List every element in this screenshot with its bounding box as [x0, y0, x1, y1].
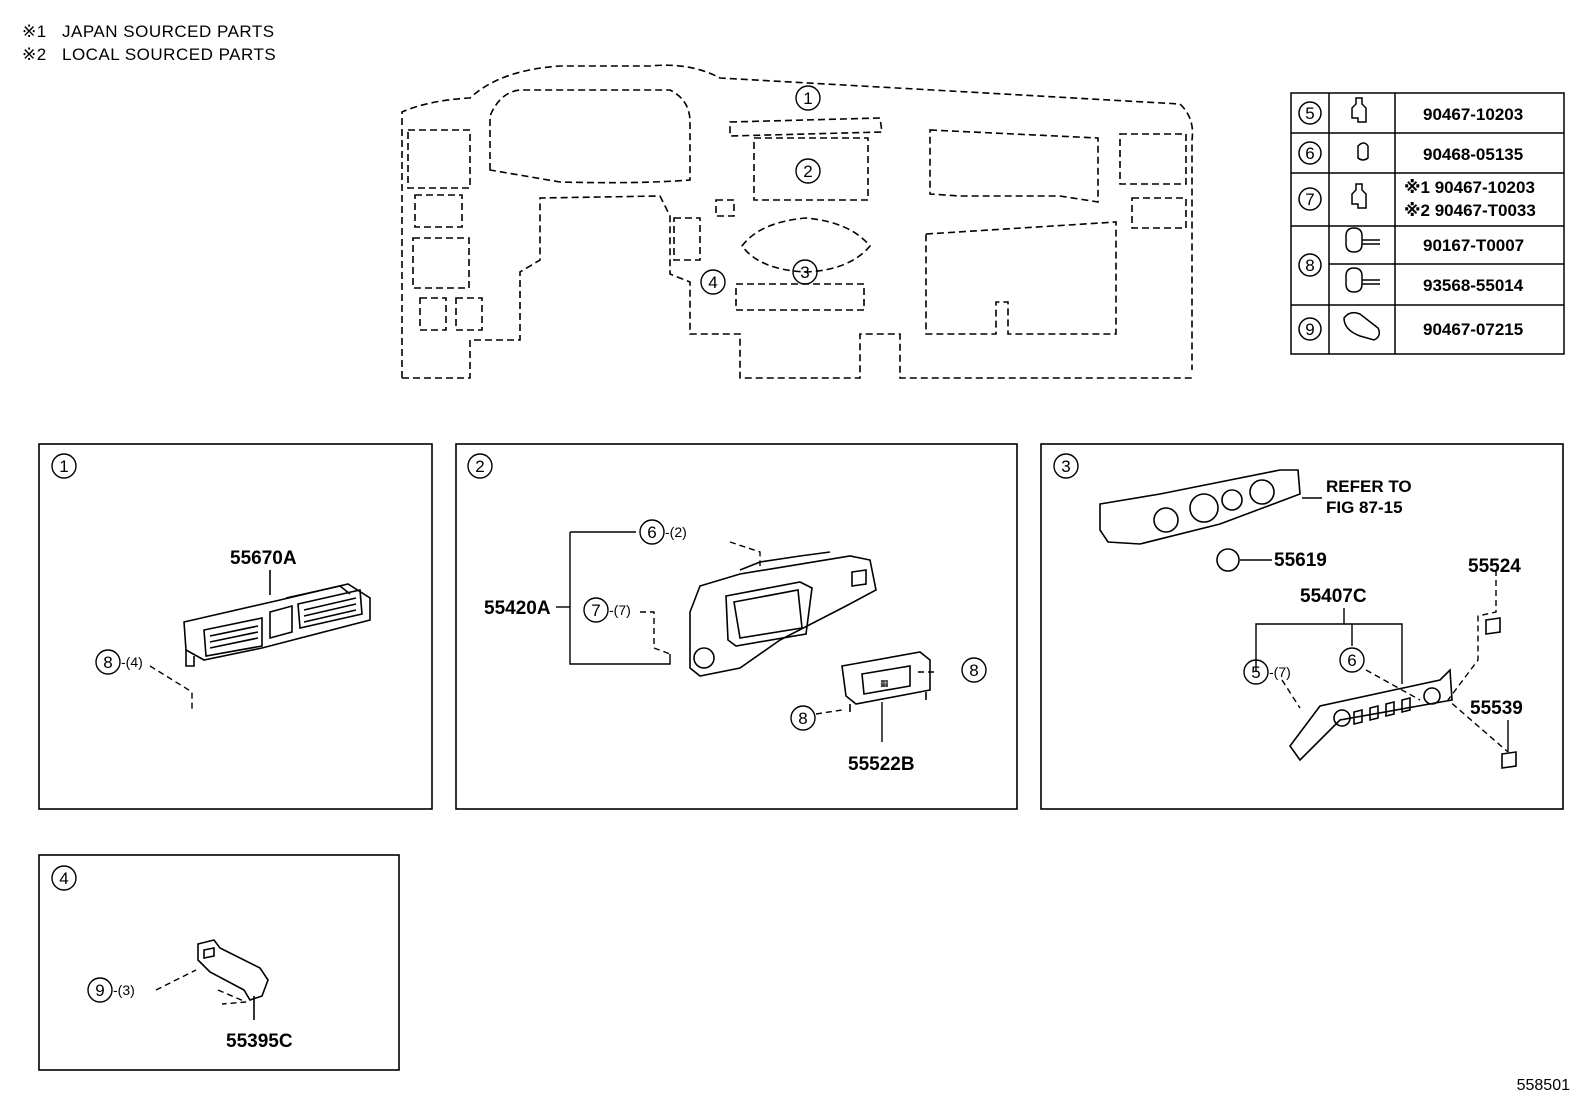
screw-icon [1345, 227, 1380, 253]
bracket [197, 939, 269, 1020]
panel-1: 55670A 8 -(4) [95, 548, 371, 712]
pin-icon [1343, 311, 1381, 341]
table-ref-6: 6 [1305, 144, 1314, 163]
vent-assembly [183, 570, 371, 667]
part-55524: 55524 [1468, 556, 1521, 577]
panel-3: REFER TO FIG 87-15 55619 55407C 5 -(7) 6… [1099, 469, 1523, 769]
knob [1216, 548, 1240, 572]
panel-frames [38, 443, 1564, 1071]
clip-icon [1357, 142, 1369, 161]
panel-2-ref: 2 [475, 457, 484, 476]
switch-55539 [1501, 751, 1517, 769]
p1-callout-8: 8 [103, 653, 112, 672]
part-55407c: 55407C [1300, 586, 1367, 607]
table-ref-9: 9 [1305, 320, 1314, 339]
part-55670a: 55670A [230, 548, 297, 569]
panel-4: 9 -(3) 55395C [87, 939, 293, 1052]
bracket-lines [556, 531, 671, 665]
part-55539: 55539 [1470, 698, 1523, 719]
clip-icon [1351, 183, 1367, 209]
display-bezel [689, 551, 877, 677]
refer-fig-label: FIG 87-15 [1326, 498, 1403, 517]
panel-1-ref: 1 [59, 457, 68, 476]
table-part-7a: ※1 90467-10203 [1404, 178, 1535, 197]
panel-1-frame [38, 443, 433, 810]
table-part-5: 90467-10203 [1423, 105, 1523, 124]
part-55420a: 55420A [484, 598, 551, 619]
overview-callout-2: 2 [803, 162, 812, 181]
switch-module [841, 651, 931, 712]
note-japan: ※1 [22, 22, 47, 41]
table-part-8b: 93568-55014 [1423, 276, 1524, 295]
figure-number: 558501 [1517, 1077, 1570, 1094]
p3-qty-5: -(7) [1269, 664, 1291, 680]
source-notes: ※1 JAPAN SOURCED PARTS ※2 LOCAL SOURCED … [22, 22, 276, 64]
screw-icon [1345, 267, 1380, 293]
switch-strip [1289, 668, 1453, 762]
switch-55524 [1485, 617, 1501, 635]
p2-callout-6: 6 [647, 523, 656, 542]
overview-callout-4: 4 [708, 273, 717, 292]
p2-qty-6: -(2) [665, 524, 687, 540]
switch-grid-icon: ▦ [880, 678, 889, 688]
table-ref-5: 5 [1305, 104, 1314, 123]
p4-callout-9: 9 [95, 981, 104, 1000]
p2-qty-7: -(7) [609, 602, 631, 618]
table-part-7b: ※2 90467-T0033 [1404, 201, 1536, 220]
p2-callout-8a: 8 [969, 661, 978, 680]
p2-callout-7: 7 [591, 601, 600, 620]
table-ref-7: 7 [1305, 190, 1314, 209]
part-55522b: 55522B [848, 754, 915, 775]
panel-3-frame [1040, 443, 1564, 810]
panel-4-ref: 4 [59, 869, 68, 888]
p3-callout-6: 6 [1347, 651, 1356, 670]
panel-4-frame [38, 854, 400, 1071]
table-ref-8: 8 [1305, 256, 1314, 275]
fastener-table [1290, 92, 1565, 355]
panel-3-ref: 3 [1061, 457, 1070, 476]
overview-callouts [700, 85, 821, 295]
panel-2-frame [455, 443, 1018, 810]
note-japan-text: JAPAN SOURCED PARTS [62, 22, 275, 41]
climate-bezel [1099, 469, 1301, 545]
overview-callout-1: 1 [803, 89, 812, 108]
panel-2: 6 -(2) 7 -(7) 55420A ▦ 8 8 55522B [484, 519, 987, 775]
table-part-8a: 90167-T0007 [1423, 236, 1524, 255]
p2-callout-8b: 8 [798, 709, 807, 728]
overview-callout-3: 3 [800, 263, 809, 282]
table-part-6: 90468-05135 [1423, 145, 1523, 164]
dashboard-overview [401, 64, 1194, 379]
note-local: ※2 [22, 45, 47, 64]
clip-icon [1351, 97, 1367, 123]
refer-to-label: REFER TO [1326, 477, 1412, 496]
table-part-9: 90467-07215 [1423, 320, 1523, 339]
p3-callout-5: 5 [1251, 663, 1260, 682]
p1-qty: -(4) [121, 654, 143, 670]
note-local-text: LOCAL SOURCED PARTS [62, 45, 276, 64]
p4-qty: -(3) [113, 982, 135, 998]
part-55619: 55619 [1274, 550, 1327, 571]
part-55395c: 55395C [226, 1031, 293, 1052]
